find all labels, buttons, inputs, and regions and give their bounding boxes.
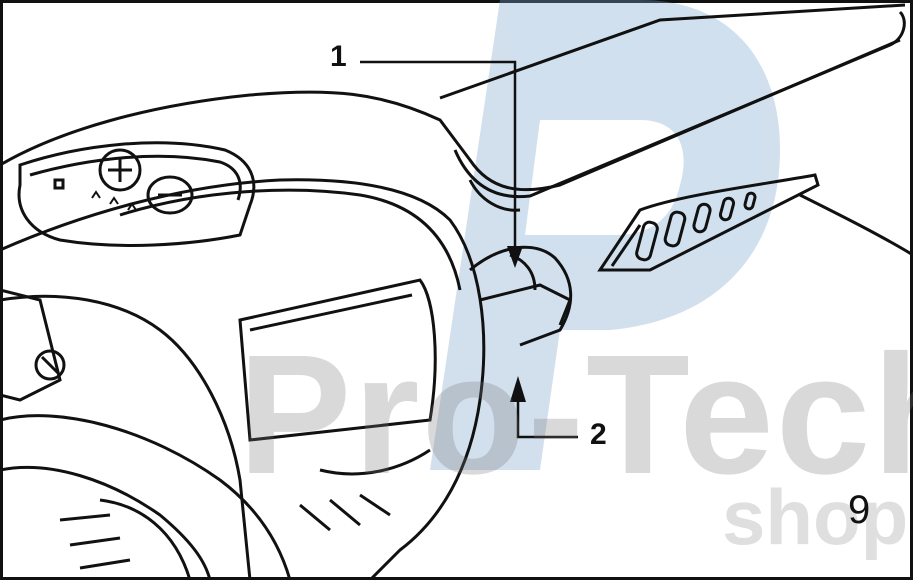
motor-housing bbox=[0, 178, 486, 580]
callout-label-2: 2 bbox=[590, 418, 607, 451]
speed-panel bbox=[17, 141, 256, 247]
callout-2-arrowhead bbox=[510, 376, 526, 402]
callout-label-1: 1 bbox=[330, 40, 347, 73]
switch-lever bbox=[597, 173, 913, 272]
watermark-main-text: Pro-Tech bbox=[238, 320, 913, 510]
rear-handle bbox=[0, 3, 906, 212]
figure-number: 9 bbox=[848, 488, 871, 532]
callout-1-leader bbox=[360, 60, 517, 262]
gear-head bbox=[0, 288, 292, 580]
callout-1-arrowhead bbox=[507, 246, 523, 268]
watermark-sub-text: shop bbox=[722, 473, 909, 561]
callout-2-leader bbox=[516, 386, 578, 439]
